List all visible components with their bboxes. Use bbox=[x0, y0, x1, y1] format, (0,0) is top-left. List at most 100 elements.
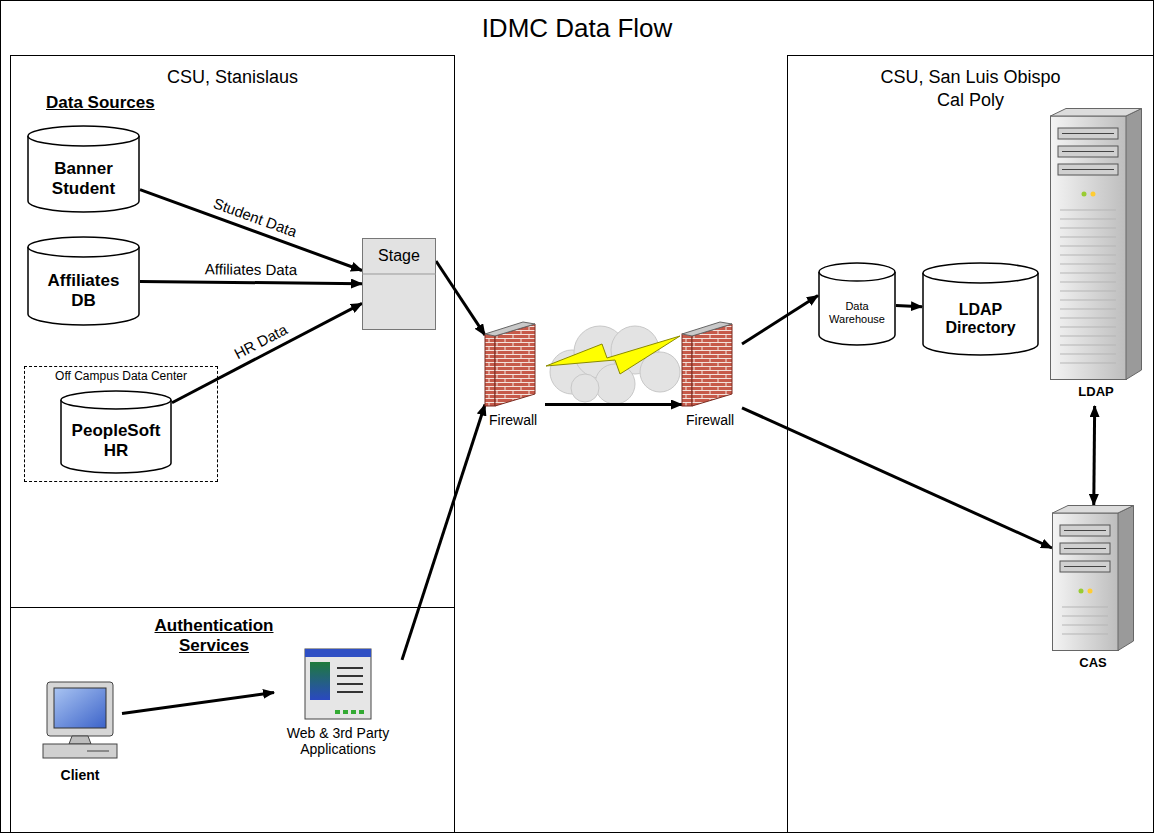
cylinder-top bbox=[28, 237, 139, 257]
server-top bbox=[1051, 109, 1142, 117]
drive-slot bbox=[87, 751, 109, 752]
data-center-box: Off Campus Data CenterPeopleSoft HR bbox=[24, 366, 218, 482]
campus-panel: CSU, StanislausBanner StudentAffiliates … bbox=[10, 55, 455, 833]
connector-arrow bbox=[122, 692, 274, 713]
node-label: Stage bbox=[378, 247, 420, 265]
vent-line bbox=[1060, 255, 1116, 256]
node-label: CSU, San Luis Obispo Cal Poly bbox=[871, 66, 1071, 111]
status-dot bbox=[343, 710, 348, 714]
cylinder-body bbox=[61, 400, 171, 473]
stage-box: Stage bbox=[362, 238, 436, 330]
connector-arrow bbox=[140, 282, 362, 284]
drive-slot bbox=[1064, 548, 1106, 549]
shape-art bbox=[1052, 505, 1134, 651]
edge-label: Student Data bbox=[211, 195, 299, 240]
drive-bay bbox=[1060, 543, 1110, 554]
vent-line bbox=[1060, 309, 1116, 310]
server-tower: CAS bbox=[1052, 505, 1134, 677]
node-label: Affiliates DB bbox=[37, 271, 130, 310]
vent-line bbox=[1060, 237, 1116, 238]
drive-bay bbox=[1058, 128, 1118, 139]
status-light bbox=[1079, 589, 1084, 594]
stage-divider bbox=[362, 274, 436, 275]
wall-front bbox=[682, 334, 692, 406]
monitor-screen bbox=[54, 688, 106, 728]
cylinder-top bbox=[923, 263, 1038, 283]
firewall: Firewall bbox=[682, 322, 742, 432]
server-front bbox=[1051, 116, 1127, 380]
status-light bbox=[1091, 192, 1096, 197]
database-cylinder: Banner Student bbox=[27, 125, 140, 213]
vent-line bbox=[1062, 634, 1108, 635]
drive-slot bbox=[1062, 151, 1114, 152]
node-label: Banner Student bbox=[37, 159, 130, 198]
connector-arrow bbox=[896, 306, 922, 307]
section-heading: Data Sources bbox=[46, 93, 155, 113]
vent-line bbox=[1060, 219, 1116, 220]
node-label: CAS bbox=[1079, 656, 1106, 671]
status-light bbox=[1082, 192, 1087, 197]
vent-line bbox=[1060, 210, 1116, 211]
drive-bay bbox=[1058, 146, 1118, 157]
vent-line bbox=[1060, 291, 1116, 292]
shape-art bbox=[682, 322, 742, 408]
drive-slot bbox=[1062, 169, 1114, 170]
server-top bbox=[1053, 506, 1134, 514]
status-dot bbox=[335, 710, 340, 714]
campus-panel: CSU, San Luis Obispo Cal PolyData Wareho… bbox=[787, 55, 1154, 833]
cylinder-top bbox=[28, 126, 139, 146]
vent-line bbox=[1060, 264, 1116, 265]
drive-bay bbox=[1058, 164, 1118, 175]
monitor-stand bbox=[69, 736, 91, 744]
client-computer: Client bbox=[38, 680, 122, 792]
connector-arrow bbox=[742, 296, 818, 344]
status-dot bbox=[359, 710, 364, 714]
drive-slot bbox=[1062, 133, 1114, 134]
database-cylinder: Affiliates DB bbox=[27, 236, 140, 326]
text-line bbox=[337, 667, 363, 669]
vent-line bbox=[1060, 300, 1116, 301]
vent-line bbox=[1062, 625, 1108, 626]
cylinder-top bbox=[61, 391, 171, 409]
wall-cap bbox=[485, 322, 535, 336]
monitor-frame bbox=[47, 682, 113, 736]
shape-art bbox=[1050, 108, 1142, 380]
connector-arrow bbox=[1092, 406, 1096, 505]
database-cylinder: Data Warehouse bbox=[818, 262, 896, 346]
text-line bbox=[337, 675, 363, 677]
server-side bbox=[1126, 109, 1142, 380]
vent-line bbox=[1060, 336, 1116, 337]
shape-art bbox=[274, 648, 402, 720]
vent-line bbox=[1060, 282, 1116, 283]
node-label: Firewall bbox=[686, 412, 734, 428]
application-window: Web & 3rd Party Applications bbox=[274, 648, 402, 796]
cylinder-body bbox=[819, 272, 895, 345]
wall-cap bbox=[682, 322, 732, 336]
drive-bay bbox=[1060, 525, 1110, 536]
wall-side bbox=[692, 324, 732, 406]
connector-arrow bbox=[140, 190, 362, 271]
node-label: Data Warehouse bbox=[825, 300, 889, 325]
database-cylinder: PeopleSoft HR bbox=[60, 390, 172, 474]
lightning-bolt bbox=[546, 336, 680, 374]
shape-art bbox=[38, 680, 122, 762]
connector-arrow bbox=[742, 408, 1052, 548]
connector-arrow bbox=[436, 261, 485, 335]
cylinder-body bbox=[923, 273, 1038, 355]
vent-line bbox=[1062, 607, 1108, 608]
wall-front bbox=[485, 334, 495, 406]
window-pane bbox=[310, 662, 330, 700]
node-label: PeopleSoft HR bbox=[70, 421, 162, 460]
database-cylinder: LDAP Directory bbox=[922, 262, 1039, 356]
cylinder-body bbox=[28, 136, 139, 212]
window-frame bbox=[305, 649, 371, 719]
cylinder-body bbox=[28, 247, 139, 325]
vent-line bbox=[1060, 273, 1116, 274]
server-tower: LDAP bbox=[1050, 108, 1142, 406]
node-label: LDAP bbox=[1078, 385, 1113, 400]
node-label: Off Campus Data Center bbox=[55, 370, 187, 384]
vent-line bbox=[1060, 354, 1116, 355]
